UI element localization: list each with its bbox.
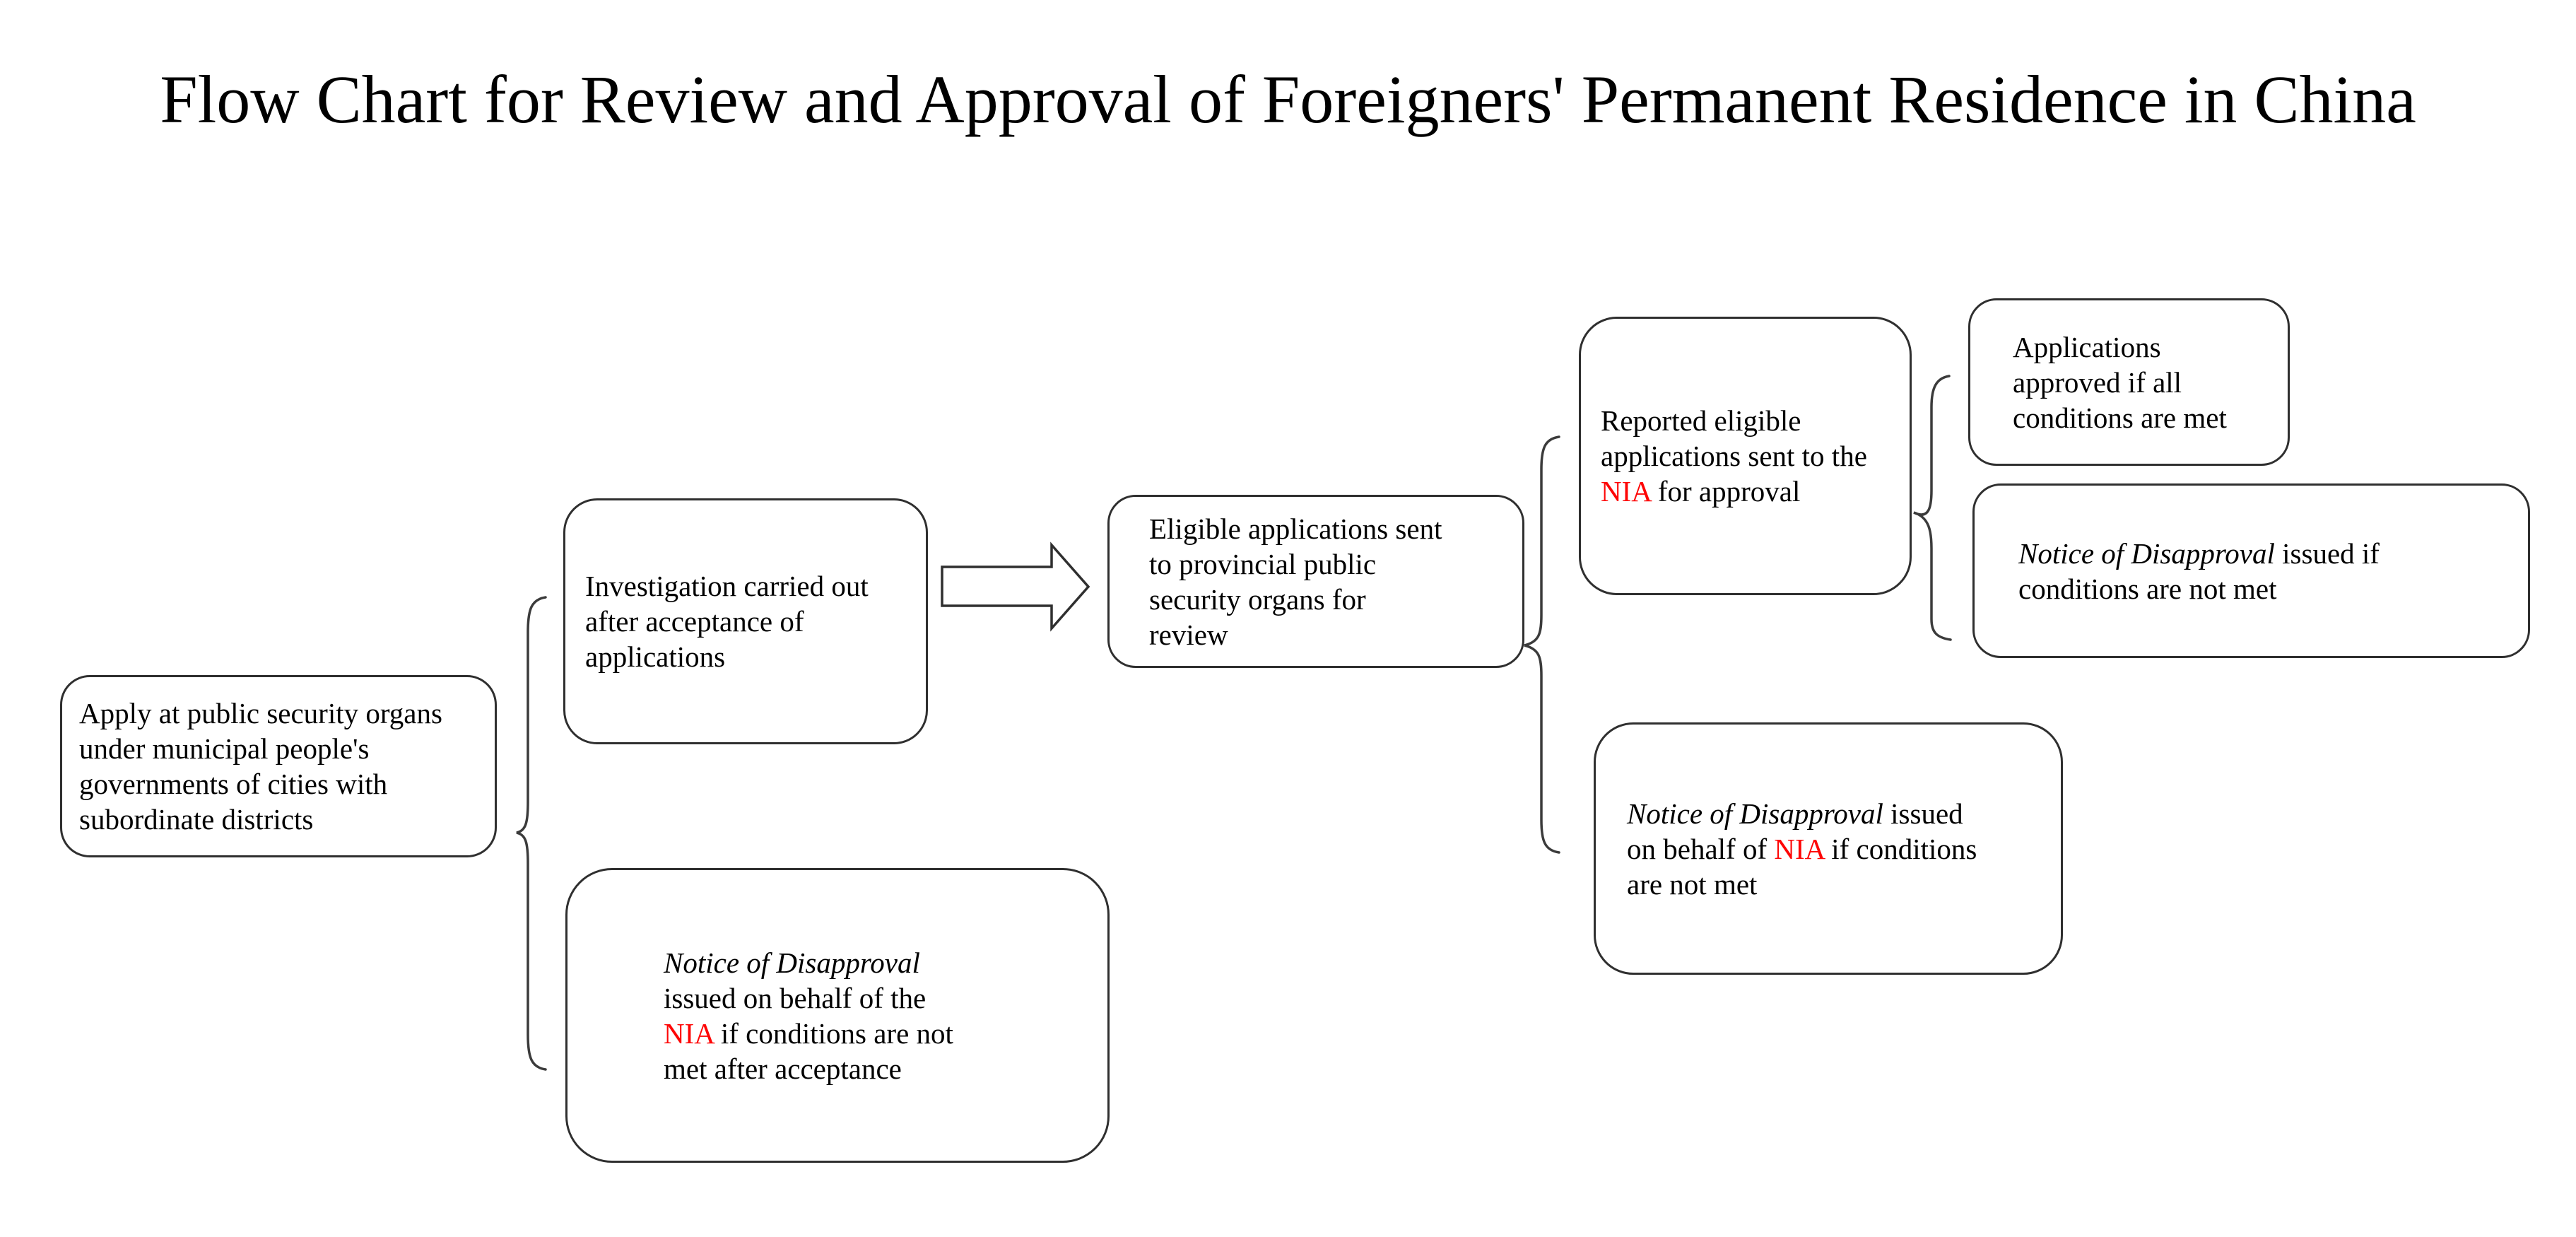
node-text-line: to provincial public <box>1149 547 1377 580</box>
italic-notice-text: Notice of Disapproval <box>1627 797 1883 830</box>
node-text-segment: issued <box>1883 797 1963 830</box>
middle-curly-brace-icon <box>1524 435 1560 854</box>
node-text-segment: on behalf of <box>1627 832 1775 865</box>
node-text-line: on behalf of NIA if conditions <box>1627 831 2051 867</box>
node-disapproval-after-acceptance: Notice of Disapproval issued on behalf o… <box>565 868 1110 1163</box>
node-text-line: conditions are not met <box>2018 572 2277 605</box>
italic-notice-text: Notice of Disapproval <box>2018 537 2275 570</box>
node-text-line: subordinate districts <box>79 803 314 836</box>
node-text-line: Notice of Disapproval issued if <box>2018 536 2514 571</box>
node-reported: Reported eligible applications sent to t… <box>1579 317 1912 595</box>
right-arrow-icon <box>941 541 1090 632</box>
node-text-line: applications sent to the <box>1601 440 1867 472</box>
right-curly-brace-icon <box>1913 375 1952 641</box>
node-eligible: Eligible applications sent to provincial… <box>1107 495 1524 668</box>
node-text-segment: if conditions <box>1823 832 1977 865</box>
node-text-segment: issued if <box>2274 537 2380 570</box>
node-text-line: Reported eligible <box>1601 404 1801 437</box>
node-text-line: security organs for <box>1149 582 1366 616</box>
node-text-line: conditions are met <box>2013 401 2227 434</box>
node-text-line: governments of cities with <box>79 768 388 800</box>
node-text-line: Apply at public security organs <box>79 697 442 729</box>
node-investigation: Investigation carried out after acceptan… <box>563 498 928 744</box>
node-text-segment: for approval <box>1650 475 1801 508</box>
node-text-line: NIA for approval <box>1601 474 1904 509</box>
node-text-line: issued on behalf of the <box>664 981 927 1014</box>
node-disapproval-after-approval: Notice of Disapproval issued on behalf o… <box>1594 722 2063 975</box>
node-text-line: applications <box>585 640 726 673</box>
italic-notice-text: Notice of Disapproval <box>664 946 920 979</box>
nia-red-text: NIA <box>1601 475 1651 508</box>
node-disapproval-after-review: Notice of Disapproval issued if conditio… <box>1972 483 2530 658</box>
node-text-line: Eligible applications sent <box>1149 512 1442 545</box>
left-curly-brace-icon <box>516 596 547 1071</box>
node-text-line: after acceptance of <box>585 605 804 638</box>
node-text-line: are not met <box>1627 867 1758 901</box>
node-text-line: met after acceptance <box>664 1052 902 1085</box>
node-text-line: review <box>1149 618 1228 651</box>
node-text-line: NIA if conditions are not <box>664 1016 1037 1051</box>
node-text-line: under municipal people's <box>79 732 370 765</box>
node-text-line: Applications <box>2013 330 2161 363</box>
node-apply: Apply at public security organs under mu… <box>60 675 497 857</box>
nia-red-text: NIA <box>1774 832 1824 865</box>
node-text-line: Notice of Disapproval issued <box>1627 796 2051 831</box>
node-text-line: Investigation carried out <box>585 570 869 602</box>
page-title: Flow Chart for Review and Approval of Fo… <box>160 61 2416 137</box>
nia-red-text: NIA <box>664 1016 714 1050</box>
node-approved: Applications approved if all conditions … <box>1968 298 2290 466</box>
node-text-segment: if conditions are not <box>713 1016 953 1050</box>
node-text-line: approved if all <box>2013 365 2182 399</box>
